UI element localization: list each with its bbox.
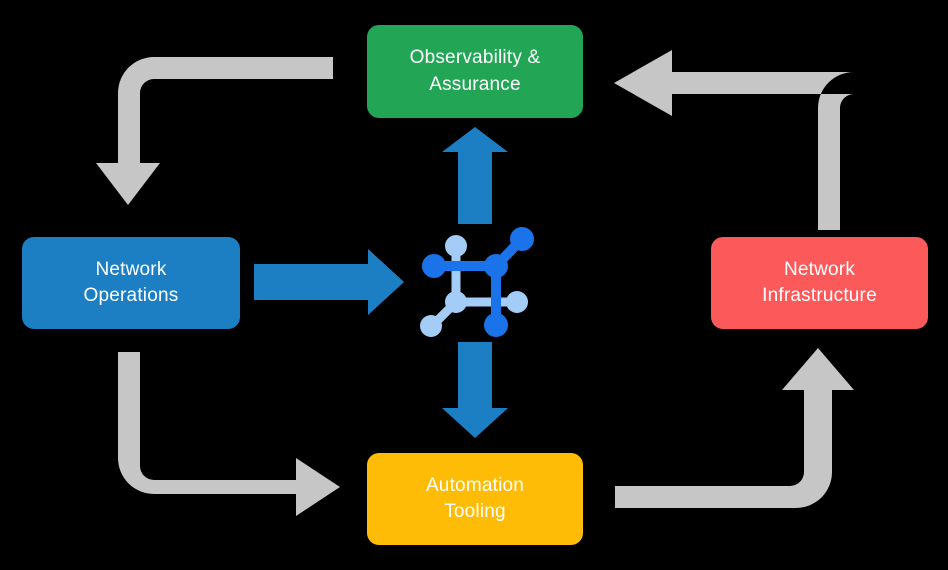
node-network-operations[interactable]: Network Operations <box>22 237 240 329</box>
arrow-infrastructure-to-observability <box>614 50 854 230</box>
node-network-infrastructure[interactable]: Network Infrastructure <box>711 237 928 329</box>
arrow-observability-to-operations <box>96 57 333 205</box>
arrow-operations-to-automation <box>118 352 340 516</box>
arrow-center-to-observability <box>442 127 508 224</box>
arrow-automation-to-infrastructure <box>615 348 854 508</box>
node-observability-assurance[interactable]: Observability & Assurance <box>367 25 583 118</box>
network-topology-icon <box>420 227 534 337</box>
node-automation-tooling[interactable]: Automation Tooling <box>367 453 583 545</box>
arrow-operations-to-center <box>254 249 404 315</box>
arrow-center-to-automation <box>442 342 508 438</box>
